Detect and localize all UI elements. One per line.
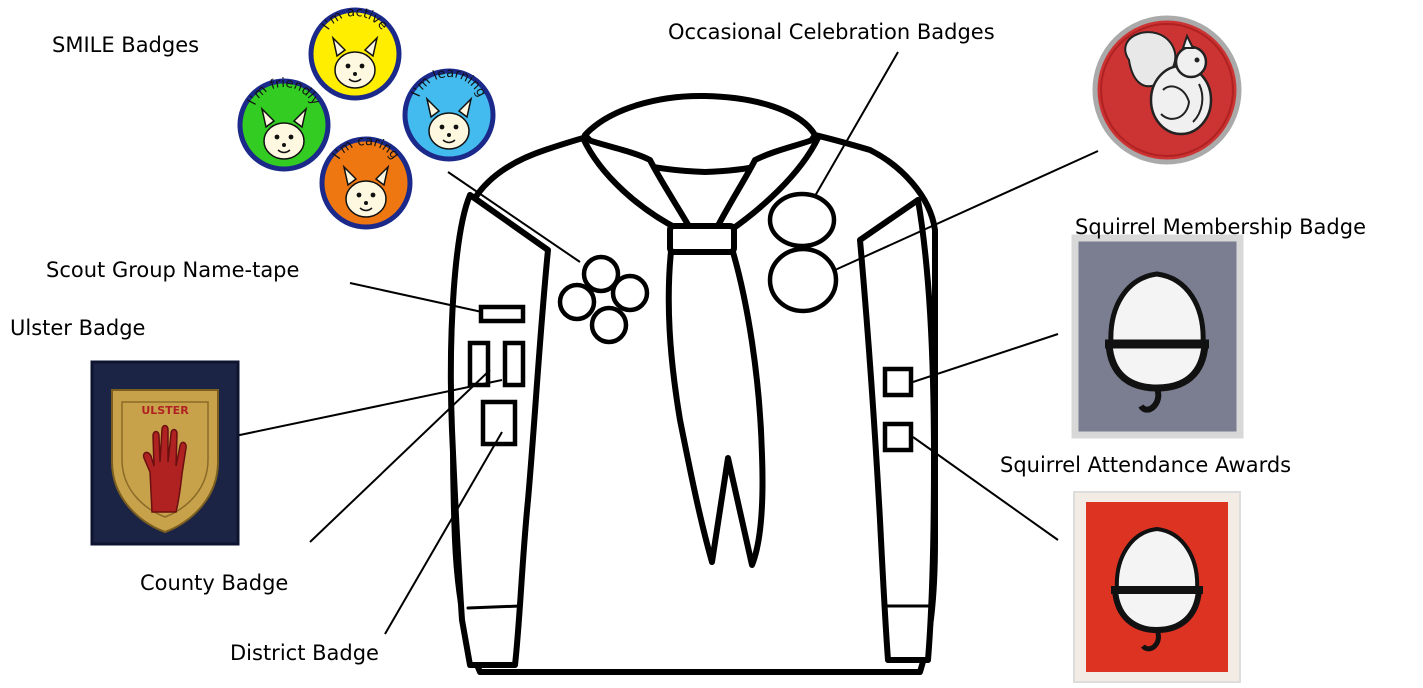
ulster-badge-image: ULSTER [92,362,238,544]
squirrel-badge-image [1095,18,1239,162]
smile-badge-learning: I'm learning [405,66,493,159]
label-name-tape: Scout Group Name-tape [46,258,299,282]
smile-badge-caring: I'm caring [322,134,410,227]
occasional-marker [770,194,834,246]
smile-marker-2 [560,285,594,319]
woggle [670,226,734,252]
label-ulster-badge: Ulster Badge [10,316,145,340]
membership-marker [770,249,836,311]
label-district-badge: District Badge [230,641,379,665]
name-tape-marker [481,307,523,321]
attendance-marker-1 [885,369,911,395]
label-smile-badges: SMILE Badges [52,33,199,57]
label-attendance-awards: Squirrel Attendance Awards [1000,453,1291,477]
ulster-badge-text: ULSTER [141,404,189,417]
smile-marker-3 [613,276,647,310]
smile-marker-4 [592,308,626,342]
ulster-marker [470,343,488,385]
smile-badge-active: I'm active [311,5,399,98]
label-occasional-badges: Occasional Celebration Badges [668,20,995,44]
smile-badges-image: I'm active I'm friendly I'm learning I'm… [240,5,493,227]
membership-badge-image [1075,238,1240,435]
label-county-badge: County Badge [140,571,288,595]
county-marker [505,343,523,385]
label-squirrel-membership: Squirrel Membership Badge [1075,215,1366,239]
attendance-badge-image [1074,492,1240,682]
attendance-marker-2 [885,424,911,450]
smile-badge-friendly: I'm friendly [240,76,328,169]
